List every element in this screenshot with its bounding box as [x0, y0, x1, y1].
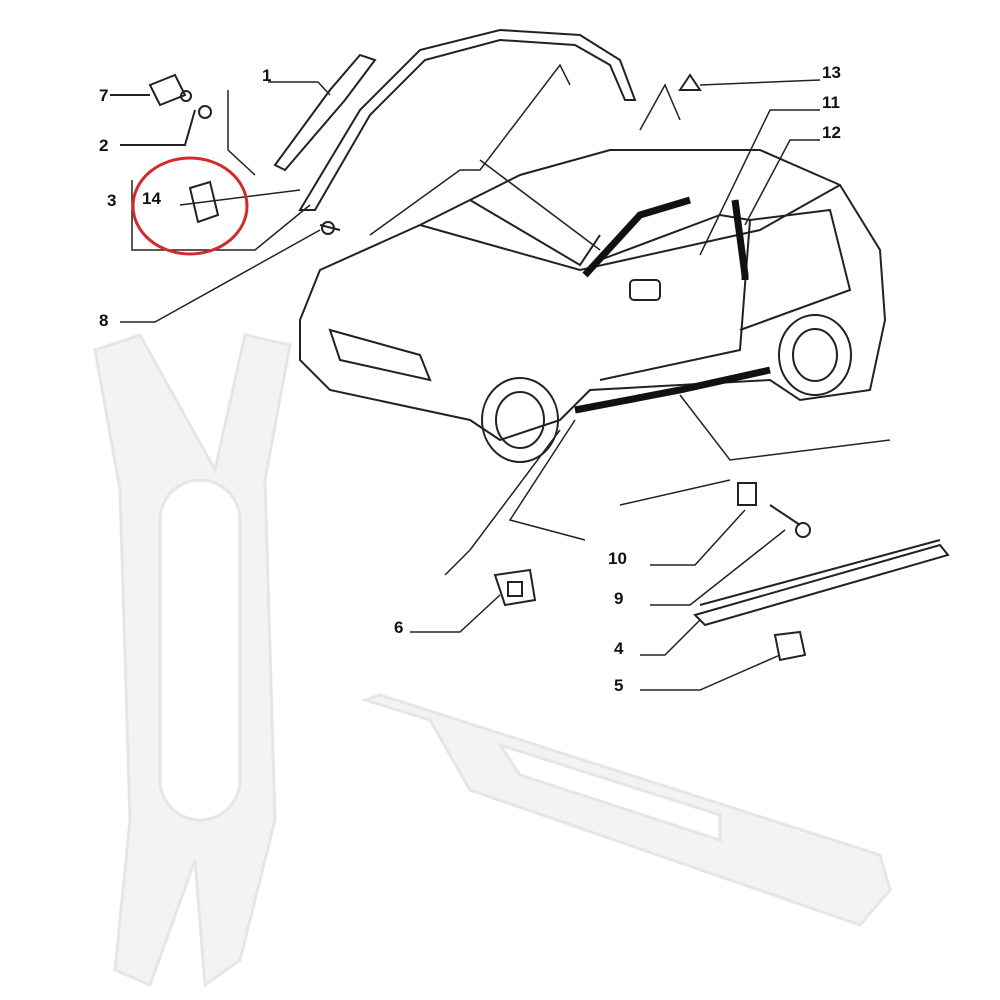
callout-1: 1 — [262, 66, 272, 85]
highlighted-strips — [574, 196, 771, 414]
callout-5: 5 — [614, 676, 624, 695]
callout-14: 14 — [142, 189, 161, 208]
clip-photo-horizontal — [360, 693, 892, 927]
callout-4: 4 — [614, 639, 624, 658]
callout-10: 10 — [608, 549, 627, 568]
callout-8: 8 — [99, 311, 109, 330]
callout-9: 9 — [614, 589, 624, 608]
callout-3: 3 — [107, 191, 117, 210]
callout-12: 12 — [822, 123, 841, 142]
callout-11: 11 — [822, 93, 840, 112]
lower-parts — [321, 221, 950, 662]
callout-7: 7 — [99, 86, 109, 105]
highlight-circle — [131, 156, 249, 256]
leader-lines — [120, 63, 891, 691]
upper-trims — [110, 28, 702, 231]
car-outline — [299, 149, 887, 463]
clip-photo-vertical — [93, 333, 292, 988]
callout-6: 6 — [394, 618, 404, 637]
callout-2: 2 — [99, 136, 109, 155]
callout-13: 13 — [822, 63, 841, 82]
